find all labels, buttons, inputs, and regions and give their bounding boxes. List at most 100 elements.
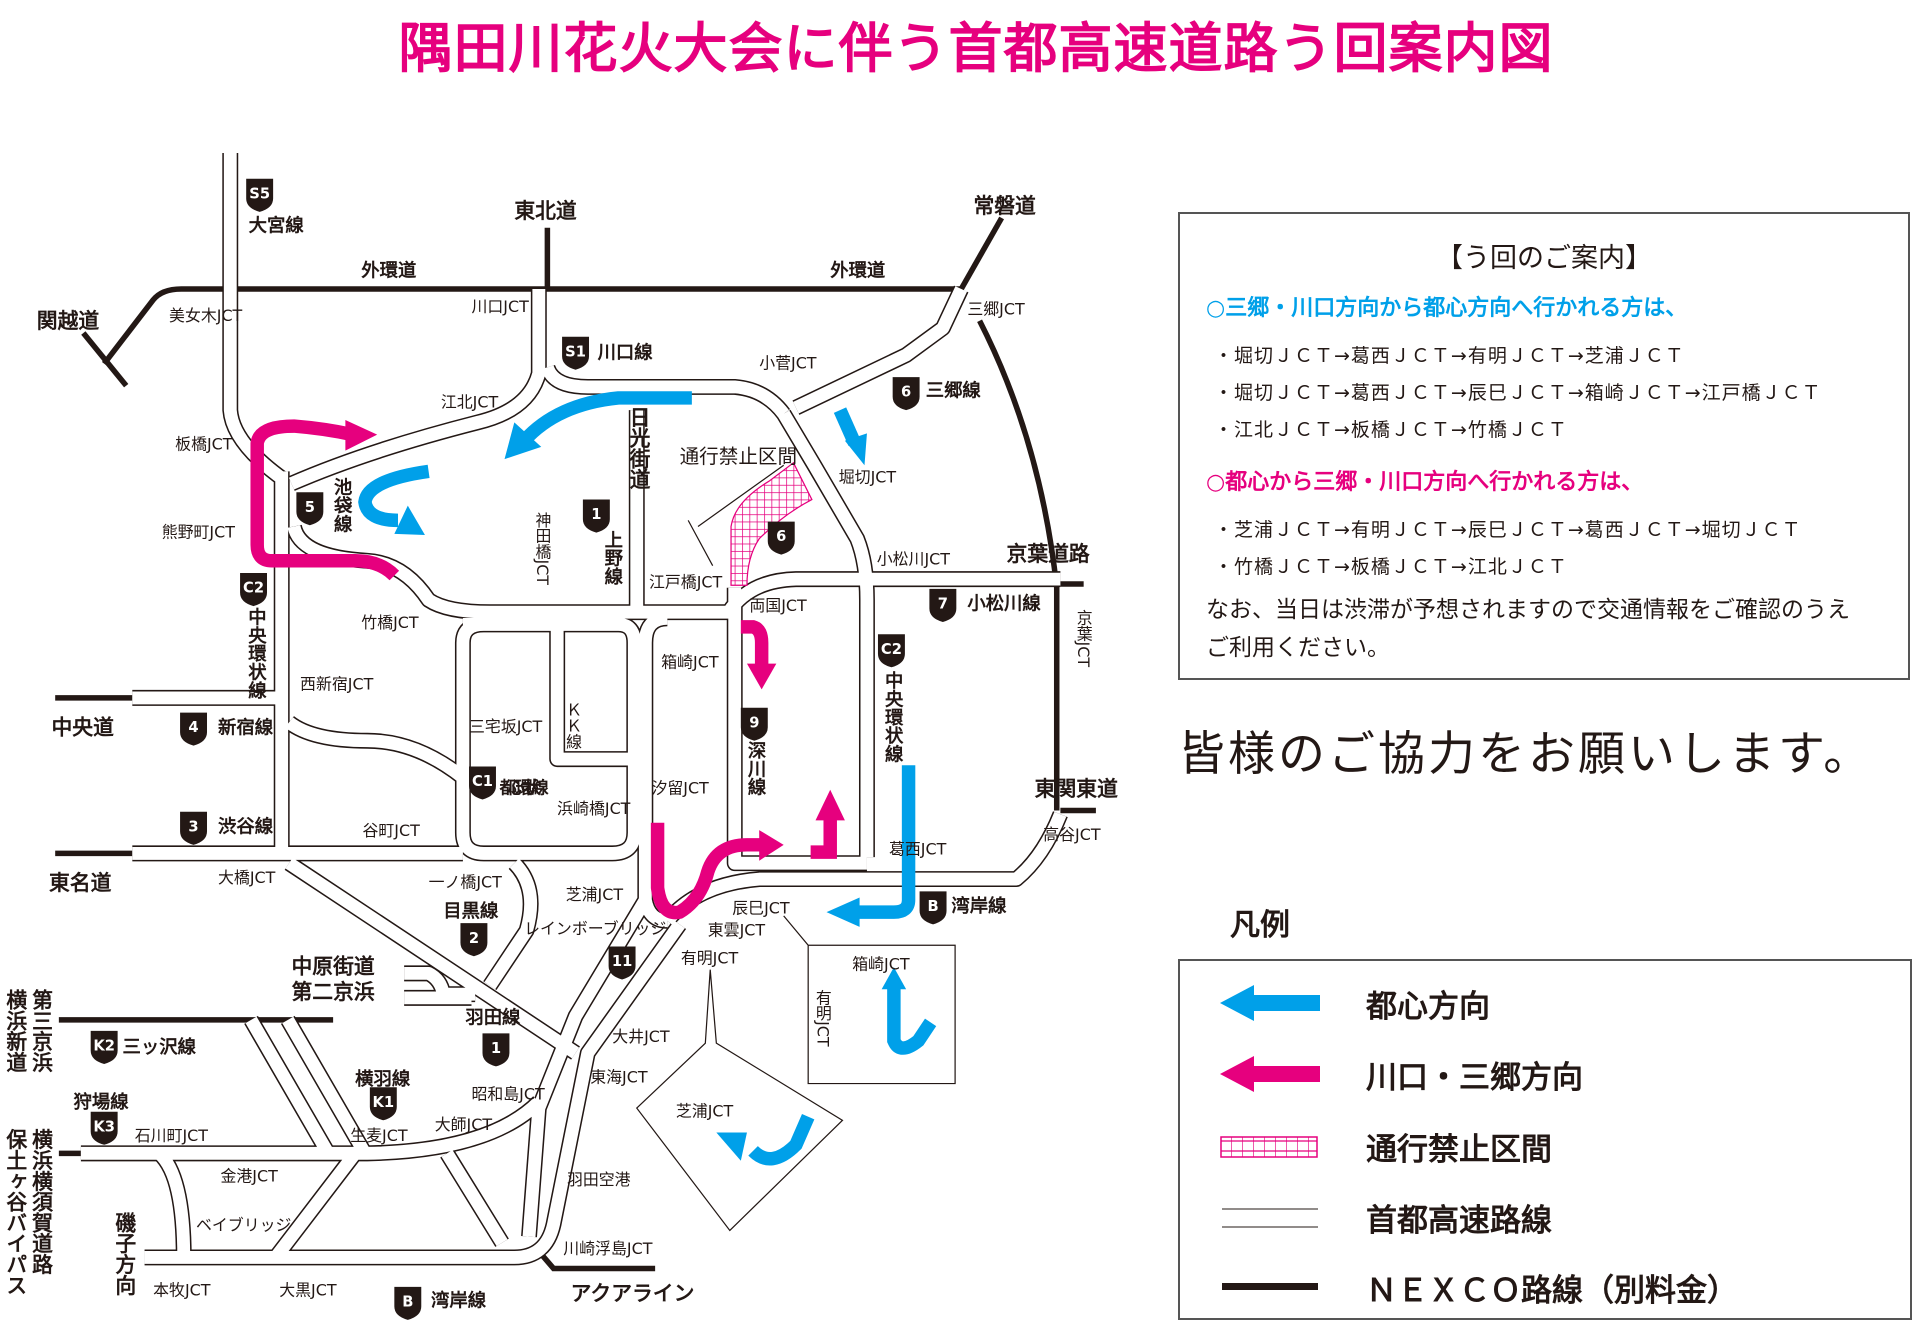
closed-section-pointer — [687, 464, 785, 566]
label-misato: 三郷線 — [926, 380, 982, 402]
jct-shibaura: 芝浦JCT — [566, 885, 624, 904]
route-item: ・芝浦ＪＣＴ→有明ＪＣＴ→辰巳ＪＣＴ→葛西ＪＣＴ→堀切ＪＣＴ — [1214, 519, 1802, 541]
shield-7: 7 — [929, 588, 957, 622]
label-higashikanto: 東関東道 — [1035, 777, 1118, 801]
label-daini-keihin: 第二京浜 — [291, 980, 374, 1004]
shield-label: 11 — [612, 953, 632, 970]
legend-title: 凡例 — [1230, 908, 1290, 943]
shield-S5: S5 — [246, 178, 274, 212]
label-tohoku: 東北道 — [514, 199, 577, 223]
shield-C2-east: C2 — [877, 634, 905, 668]
legend-item-expressway: 首都高速路線 — [1180, 1187, 1910, 1247]
legend-box: 都心方向 川口・三郷方向 通行禁止区間 首都高速路線 ＮＥＸＣＯ路線（別料金） — [1178, 959, 1912, 1320]
label-c2-east: 中央環状線 — [882, 670, 903, 763]
jct-kosuge: 小菅JCT — [759, 354, 817, 373]
jct-kandabashi: 神田橋JCT — [533, 512, 552, 586]
label-ueno: 上野線 — [602, 530, 623, 586]
jct-shinonome: 東雲JCT — [708, 920, 766, 939]
shield-label: 1 — [491, 1040, 501, 1057]
shield-label: 4 — [188, 719, 198, 736]
shield-K1: K1 — [369, 1087, 397, 1121]
jct-kawasaki-ukishima: 川崎浮島JCT — [563, 1239, 652, 1258]
jct-namamugi: 生麦JCT — [350, 1126, 408, 1145]
label-yokohama-shindo: 横浜新道 — [3, 989, 27, 1073]
shield-S1: S1 — [562, 336, 590, 370]
label-komatsugawa: 小松川線 — [967, 593, 1041, 615]
inset-shibaura-title: 芝浦JCT — [676, 1102, 734, 1121]
label-isogo: 磯子方向 — [112, 1211, 136, 1295]
to-kawaguchi-misato-arrowheads — [345, 419, 845, 861]
jct-honmoku: 本牧JCT — [153, 1280, 211, 1299]
label-joban: 常磐道 — [973, 194, 1036, 218]
shield-label: C2 — [243, 580, 264, 597]
shield-label: C1 — [472, 773, 493, 790]
to-center-arrowheads — [394, 422, 907, 1161]
shield-label: 5 — [305, 499, 315, 516]
label-haneda: 羽田線 — [465, 1007, 521, 1029]
shield-label: K2 — [93, 1038, 115, 1055]
shield-1-ueno: 1 — [582, 499, 610, 533]
shield-5: 5 — [296, 492, 324, 526]
label-kariba: 狩場線 — [73, 1091, 130, 1113]
label-kk: ＫＫ線 — [564, 702, 583, 750]
shield-1-haneda: 1 — [482, 1033, 510, 1067]
route-item: ・江北ＪＣＴ→板橋ＪＣＴ→竹橋ＪＣＴ — [1214, 419, 1568, 441]
label-c1: 都心環状線 — [499, 777, 550, 798]
jct-showajima: 昭和島JCT — [471, 1084, 545, 1103]
route-labels: 大宮線 川口線 三郷線 池袋線 上野線 中央環状線 中央環状線 新宿線 渋谷線 … — [73, 214, 1042, 1311]
jct-daikoku: 大黒JCT — [279, 1280, 337, 1299]
shield-C1: C1 — [469, 766, 496, 800]
route-item: ・堀切ＪＣＴ→葛西ＪＣＴ→有明ＪＣＴ→芝浦ＪＣＴ — [1214, 345, 1685, 367]
jct-keiyo: 京葉JCT — [1074, 610, 1093, 668]
nexco-lines — [55, 216, 1096, 1272]
legend-label: 川口・三郷方向 — [1366, 1060, 1583, 1096]
jct-edobashi: 江戸橋JCT — [649, 573, 723, 592]
label-nakahara: 中原街道 — [291, 954, 374, 978]
jct-tatsumi: 辰巳JCT — [732, 898, 790, 917]
hatch-icon — [1220, 1136, 1318, 1158]
label-c2-west: 中央環状線 — [245, 606, 266, 699]
detour-heading: 【う回のご案内】 — [1436, 243, 1652, 274]
label-wangan-north: 湾岸線 — [951, 895, 1007, 917]
route-shields: S5 S1 6 5 1 6 C2 7 C2 4 3 C1 9 2 B 11 1 … — [90, 178, 957, 1320]
legend-label: 通行禁止区間 — [1366, 1132, 1552, 1168]
shield-label: 1 — [591, 506, 601, 523]
jct-kasai: 葛西JCT — [889, 840, 947, 859]
jct-nishishinjuku: 西新宿JCT — [300, 674, 374, 693]
cyan-arrow-icon — [1220, 985, 1320, 1021]
jct-horikiri: 堀切JCT — [839, 467, 897, 486]
label-kawaguchi: 川口線 — [597, 342, 654, 364]
shield-label: C2 — [881, 641, 902, 658]
cooperation-message: 皆様のご協力をお願いします。 — [1178, 727, 1874, 782]
shield-9: 9 — [740, 707, 768, 741]
shield-B-north: B — [919, 891, 947, 925]
jct-rainbow: レインボーブリッジ — [524, 919, 666, 938]
shield-K3: K3 — [90, 1111, 118, 1145]
route-item: ・竹橋ＪＣＴ→板橋ＪＣＴ→江北ＪＣＴ — [1214, 556, 1568, 578]
label-fukagawa: 深川線 — [745, 740, 767, 797]
jct-labels: 美女木JCT 川口JCT 江北JCT 板橋JCT 熊野町JCT 小菅JCT 三郷… — [135, 297, 1101, 1299]
shield-label: 6 — [776, 528, 786, 545]
shield-K2: K2 — [90, 1030, 118, 1064]
jct-kawaguchi: 川口JCT — [471, 297, 529, 316]
jct-komatsugawa: 小松川JCT — [877, 549, 951, 568]
legend-item-nexco: ＮＥＸＣＯ路線（別料金） — [1180, 1257, 1910, 1317]
label-keiyo: 京葉道路 — [1007, 542, 1090, 566]
jct-itabashi: 板橋JCT — [175, 434, 233, 453]
label-gaikan-east: 外環道 — [830, 260, 886, 282]
legend-label: ＮＥＸＣＯ路線（別料金） — [1366, 1273, 1738, 1309]
shield-3: 3 — [180, 811, 208, 845]
label-mitsuzawa: 三ッ沢線 — [123, 1036, 197, 1058]
label-hodogaya: 保土ヶ谷バイパス — [3, 1129, 28, 1295]
jct-shiodome: 汐留JCT — [651, 778, 709, 797]
shield-label: 3 — [188, 818, 198, 835]
jct-kinko: 金港JCT — [220, 1167, 278, 1186]
shield-2: 2 — [460, 923, 488, 957]
to-center-arrows — [358, 391, 937, 1166]
jct-hamazakibashi: 浜崎橋JCT — [557, 799, 631, 818]
shield-label: S5 — [249, 185, 270, 202]
label-wangan-south: 湾岸線 — [431, 1289, 487, 1311]
label-daisan-keihin: 第三京浜 — [28, 989, 52, 1073]
jct-kohoku: 江北JCT — [441, 393, 499, 412]
